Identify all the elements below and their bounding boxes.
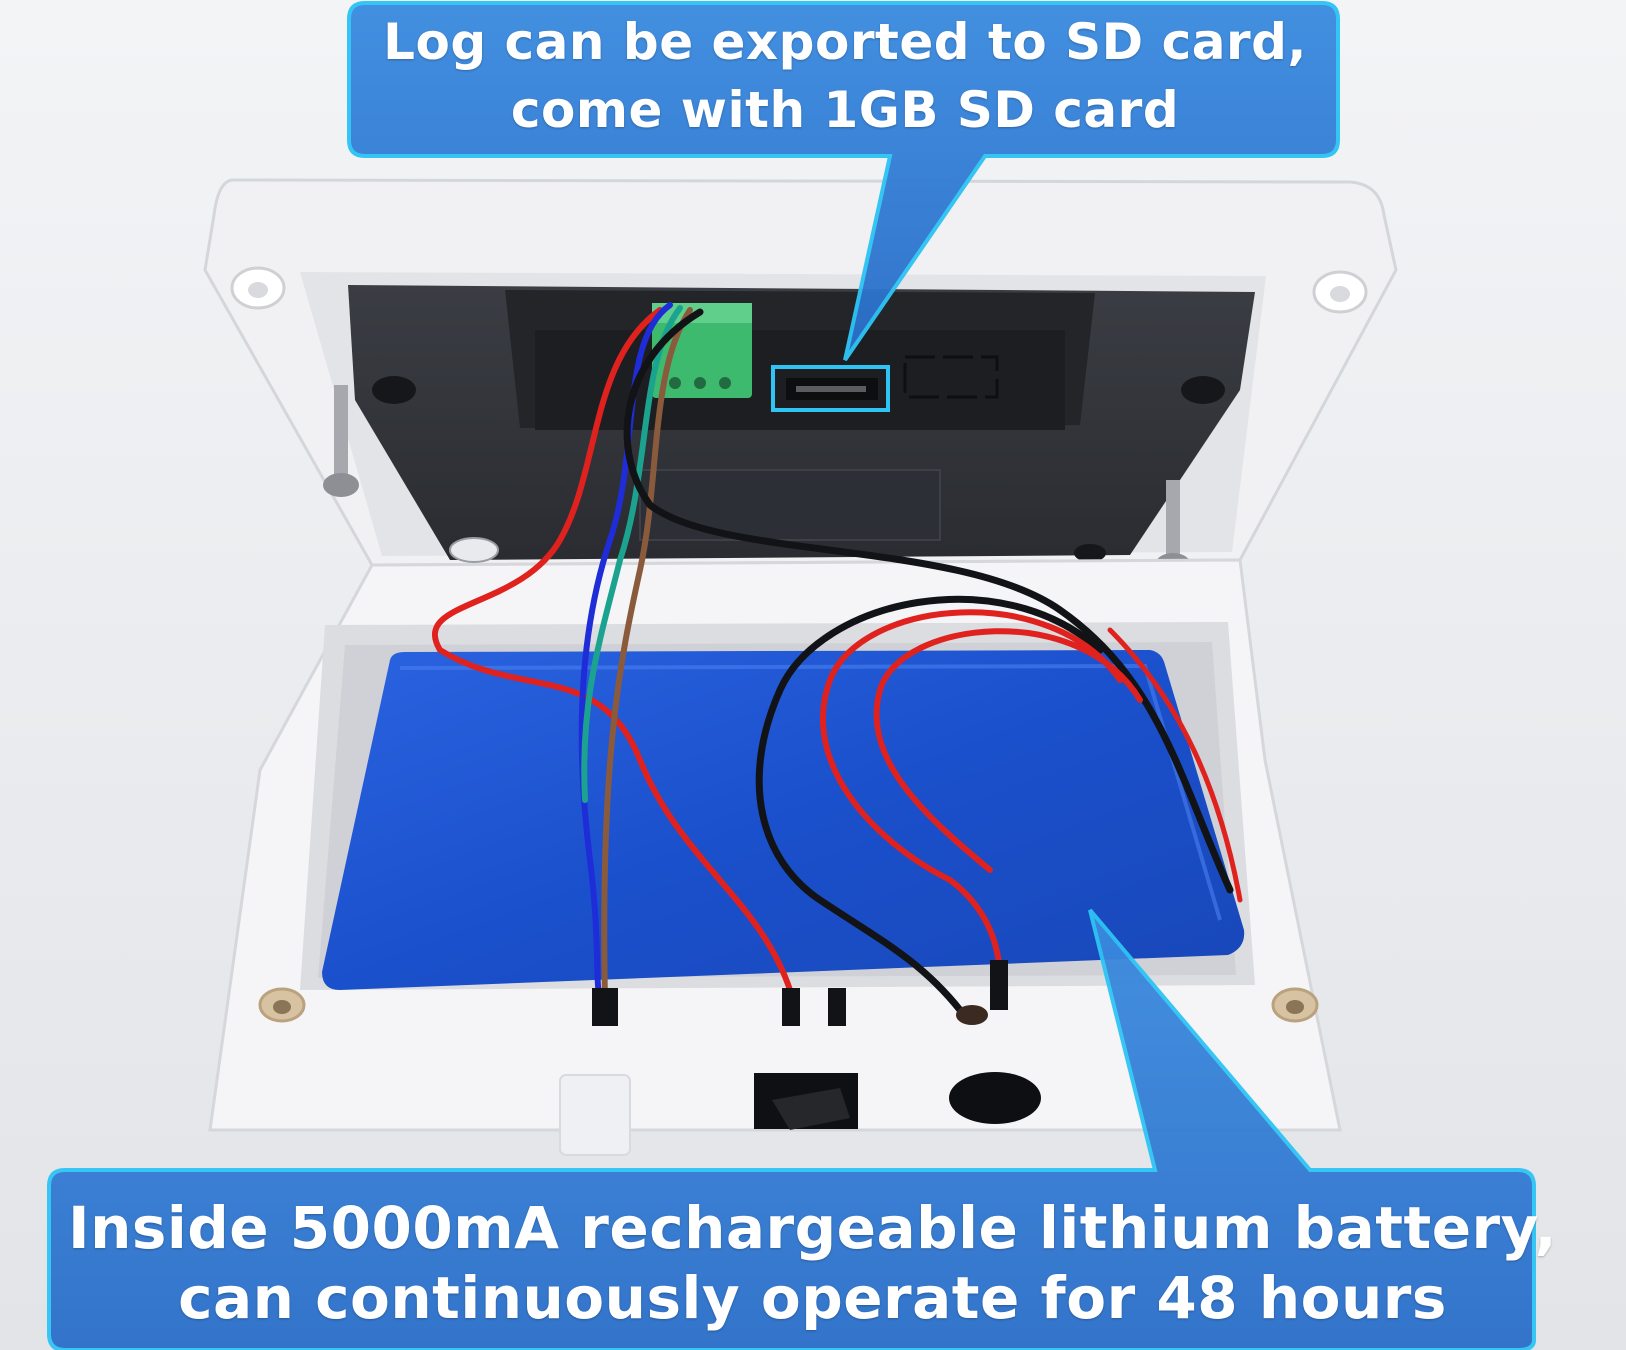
wires	[431, 302, 1243, 1014]
battery-callout-line1: Inside 5000mA rechargeable lithium batte…	[67, 1194, 1557, 1262]
sd-card-callout-text: Log can be exported to SD card, come wit…	[350, 8, 1340, 144]
sd-card-callout	[347, 1, 1340, 362]
sd-card-callout-line2: come with 1GB SD card	[510, 81, 1180, 139]
charging-port	[949, 1072, 1041, 1124]
control-board-panel	[323, 285, 1255, 577]
antenna-connector	[559, 1074, 631, 1156]
terminal-block	[652, 303, 752, 398]
power-switch	[754, 1073, 858, 1130]
port-outline	[903, 355, 999, 399]
lithium-battery-pack	[322, 650, 1245, 990]
battery-callout-line2: can continuously operate for 48 hours	[178, 1264, 1447, 1332]
sd-card-slot	[771, 365, 890, 412]
battery-callout-text: Inside 5000mA rechargeable lithium batte…	[50, 1193, 1575, 1333]
sd-card-callout-line1: Log can be exported to SD card,	[383, 13, 1307, 71]
